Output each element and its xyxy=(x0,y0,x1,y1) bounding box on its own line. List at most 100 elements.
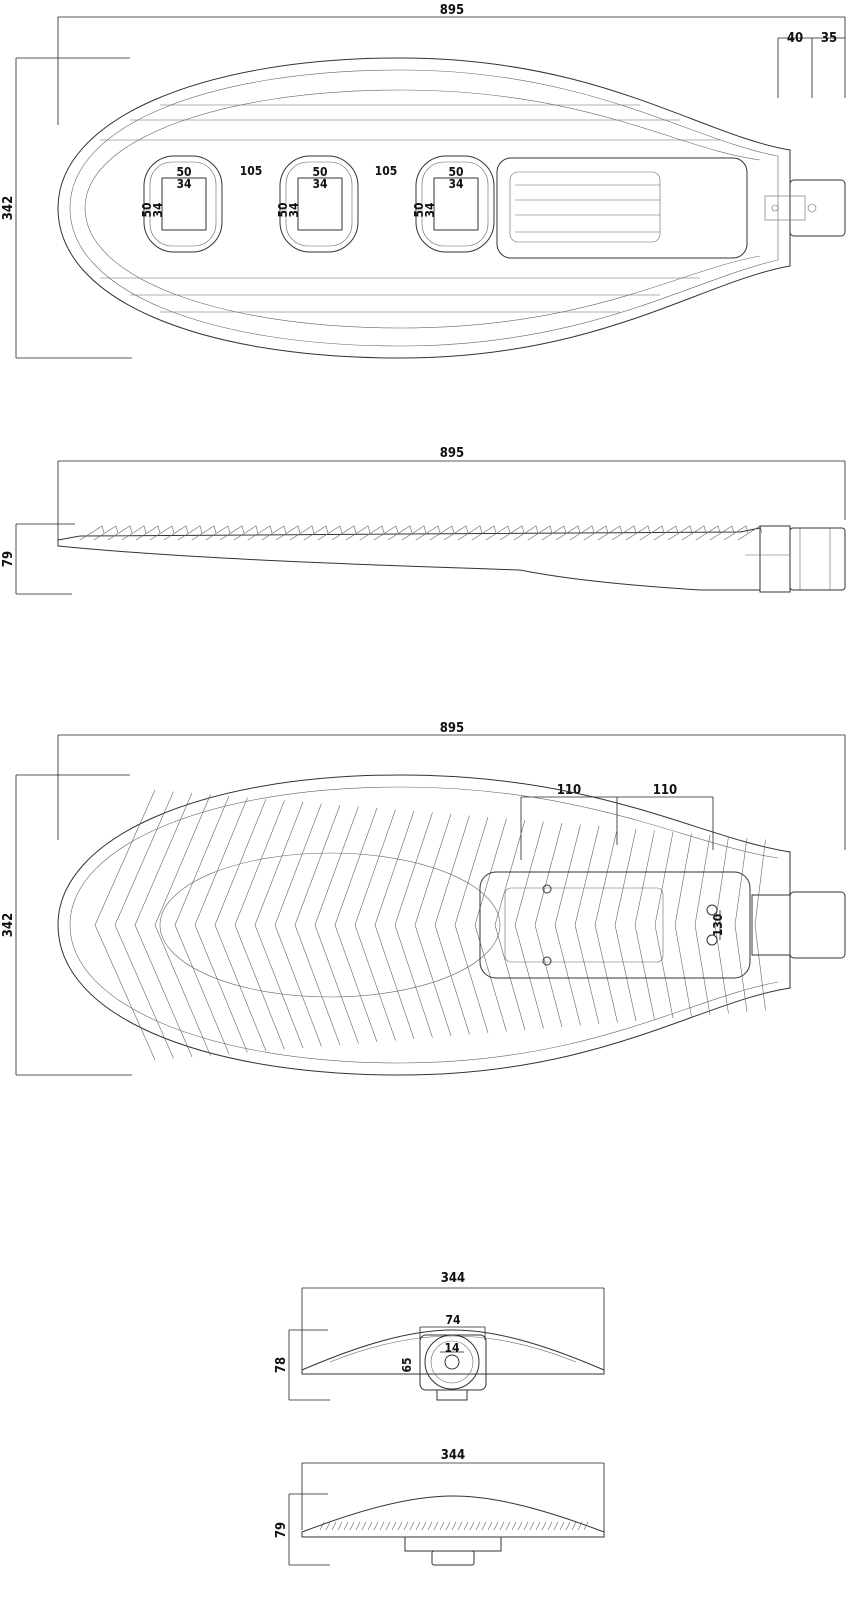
fin xyxy=(734,837,748,1013)
fin xyxy=(667,525,693,541)
fin xyxy=(149,525,175,541)
fin xyxy=(314,806,359,1044)
rib xyxy=(463,1521,469,1531)
rib xyxy=(505,1521,511,1531)
rib xyxy=(319,1521,325,1531)
socket-width-label: 74 xyxy=(445,1313,461,1327)
fin xyxy=(434,815,470,1035)
fin xyxy=(247,525,273,541)
fin xyxy=(494,819,526,1031)
rib xyxy=(457,1521,463,1531)
rib xyxy=(349,1521,355,1531)
side-length-label: 895 xyxy=(440,446,464,461)
module-width-inner-label: 34 xyxy=(312,177,328,191)
top-width-label: 342 xyxy=(1,196,16,220)
fin xyxy=(359,525,385,541)
rib xyxy=(493,1521,499,1531)
fin xyxy=(194,797,248,1053)
front-width-label: 344 xyxy=(441,1271,465,1286)
fin xyxy=(457,525,483,541)
fin xyxy=(234,800,285,1050)
fin xyxy=(569,525,595,541)
rib xyxy=(403,1521,409,1531)
socket-height-label: 65 xyxy=(400,1357,414,1372)
rib xyxy=(571,1521,577,1531)
bottom-spacing-label-1: 110 xyxy=(557,783,581,798)
rib xyxy=(331,1521,337,1531)
fin xyxy=(674,833,692,1017)
fin xyxy=(474,818,507,1032)
module-width-inner-label: 34 xyxy=(176,177,192,191)
fin xyxy=(694,834,711,1016)
rib xyxy=(343,1521,349,1531)
rib xyxy=(367,1521,373,1531)
bottom-width-label: 342 xyxy=(1,913,16,937)
fin xyxy=(107,525,133,541)
front-height-label: 78 xyxy=(274,1357,289,1373)
module-width-outer-label: 50 xyxy=(448,165,463,179)
side-view: 895 79 xyxy=(1,446,846,595)
fin xyxy=(289,525,315,541)
rear-height-label: 79 xyxy=(274,1522,289,1538)
fin xyxy=(387,525,413,541)
rib xyxy=(559,1521,565,1531)
fin xyxy=(513,525,539,541)
module-height-inner-label: 34 xyxy=(151,202,165,218)
fin xyxy=(625,525,651,541)
module-width-inner-label: 34 xyxy=(448,177,464,191)
rib xyxy=(523,1521,529,1531)
module-height-inner-label: 34 xyxy=(423,202,437,218)
rib xyxy=(565,1521,571,1531)
rib xyxy=(445,1521,451,1531)
fin xyxy=(454,816,489,1034)
rib xyxy=(481,1521,487,1531)
fin xyxy=(214,798,267,1052)
rib xyxy=(451,1521,457,1531)
rib xyxy=(529,1521,535,1531)
rib xyxy=(499,1521,505,1531)
rib xyxy=(385,1521,391,1531)
fin xyxy=(275,525,301,541)
module-width-outer-label: 50 xyxy=(176,165,191,179)
fin xyxy=(163,525,189,541)
fin xyxy=(334,807,378,1043)
fin xyxy=(634,830,655,1020)
fin xyxy=(723,525,749,541)
fin xyxy=(695,525,721,541)
bottom-spacing-label-2: 110 xyxy=(653,783,677,798)
fin xyxy=(485,525,511,541)
fin xyxy=(415,525,441,541)
fin xyxy=(114,791,174,1059)
rib xyxy=(487,1521,493,1531)
module-width-outer-label: 50 xyxy=(312,165,327,179)
fin xyxy=(233,525,259,541)
fin xyxy=(574,825,600,1025)
fin xyxy=(681,525,707,541)
fin xyxy=(177,525,203,541)
fin xyxy=(714,836,729,1014)
fin xyxy=(653,525,679,541)
module-height-outer-label: 50 xyxy=(276,202,290,217)
fin xyxy=(611,525,637,541)
fin xyxy=(303,525,329,541)
rib xyxy=(511,1521,517,1531)
rib xyxy=(475,1521,481,1531)
clamp-a-label: 40 xyxy=(787,31,803,46)
fin xyxy=(514,821,544,1029)
rib xyxy=(421,1521,427,1531)
fin xyxy=(527,525,553,541)
top-length-label: 895 xyxy=(440,3,464,18)
fin xyxy=(191,525,217,541)
rib xyxy=(361,1521,367,1531)
fin xyxy=(541,525,567,541)
module-height-outer-label: 50 xyxy=(412,202,426,217)
fin xyxy=(354,809,396,1041)
rib xyxy=(577,1521,583,1531)
rib xyxy=(355,1521,361,1531)
side-height-label: 79 xyxy=(1,551,16,567)
rib xyxy=(397,1521,403,1531)
fin xyxy=(394,812,433,1038)
